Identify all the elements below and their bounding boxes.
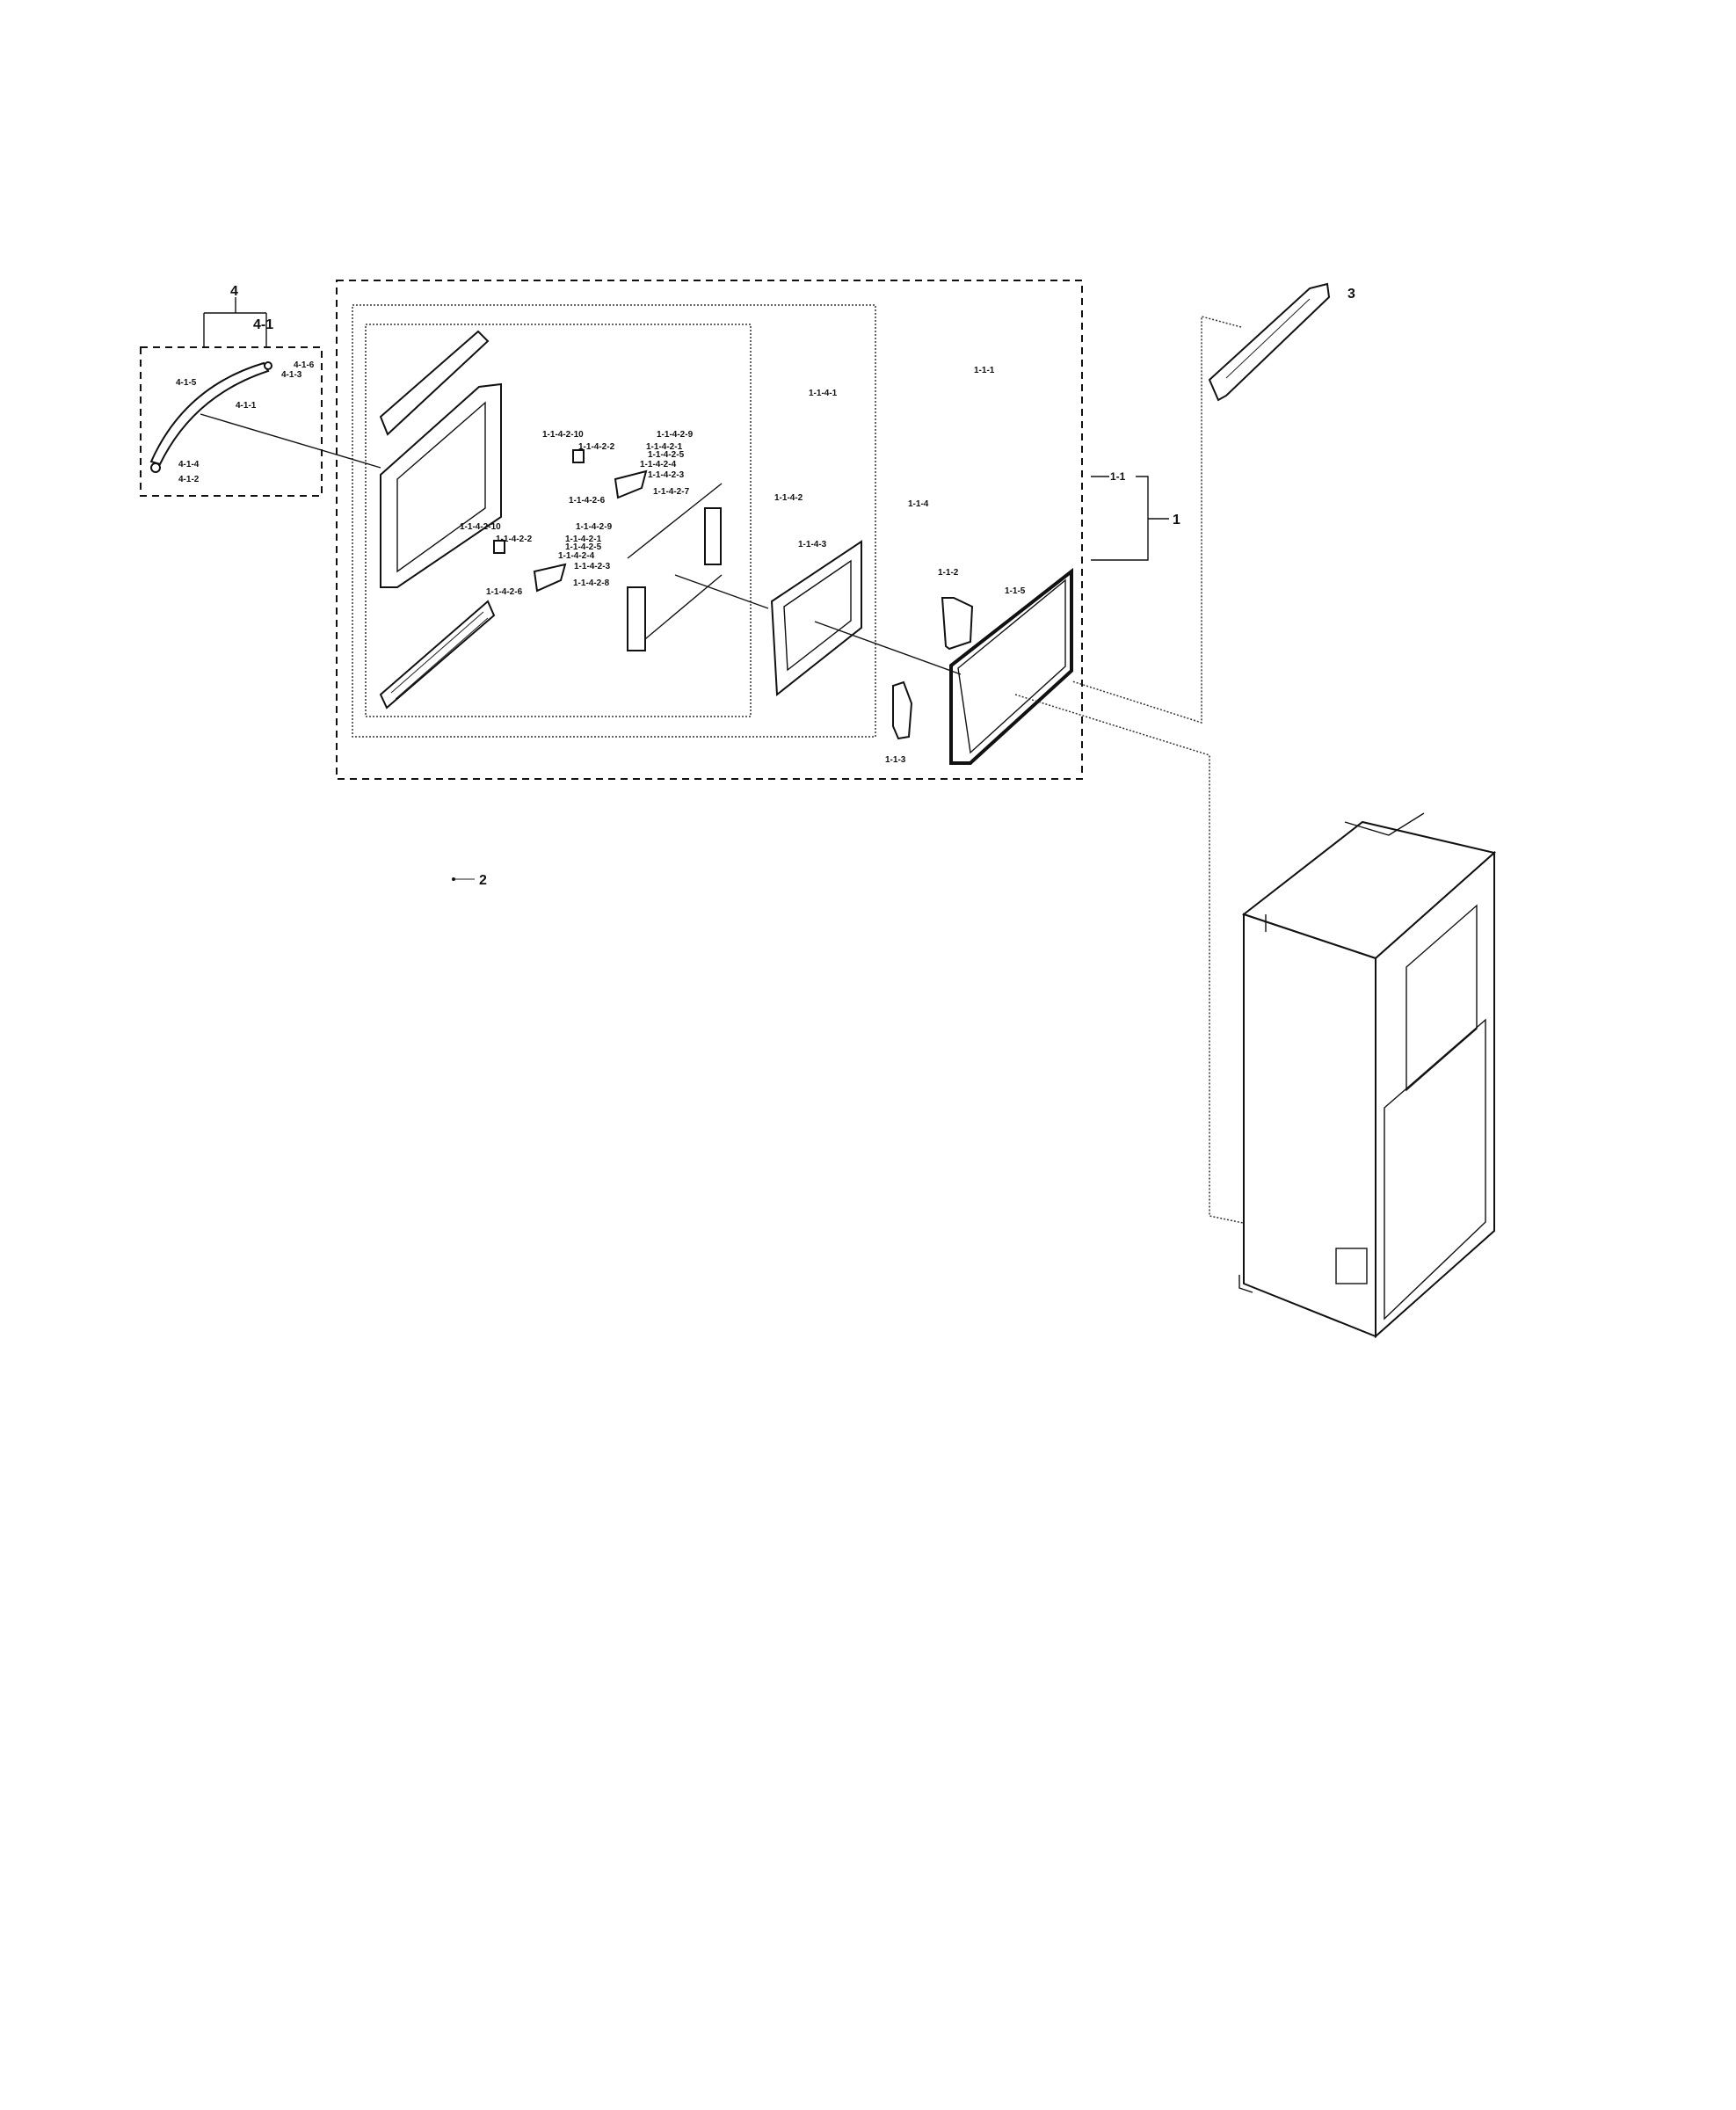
part-4-1-5-handle [149, 361, 270, 466]
leader-line [674, 574, 769, 609]
callout-label: 1 [1173, 513, 1180, 528]
callout-label: 1-1-4-3 [798, 540, 827, 549]
leader-line-gasket [1014, 694, 1244, 1224]
callout-label: 2 [479, 873, 487, 888]
callout-label: 1-1-4-2-10 [542, 430, 584, 440]
part-plate-left [627, 586, 646, 651]
part-door-cap [379, 330, 490, 436]
gasket-inner [957, 578, 1066, 754]
assembly-1-1-4-2-box [365, 324, 752, 717]
callout-label: 1-1-4 [908, 499, 929, 509]
leader-line [200, 413, 381, 469]
callout-label: 1-1-4-2-6 [569, 496, 606, 506]
part-4-1-3 [264, 361, 272, 370]
callout-label: 4 [230, 284, 238, 299]
part-1-1-3-hinge [892, 680, 913, 740]
leader-line [814, 621, 962, 675]
callout-label: 1-1-4-2-9 [657, 430, 694, 440]
part-hinge-lower [493, 540, 505, 554]
callout-label: 1-1-4-2-6 [486, 587, 523, 597]
part-1-1-2-hinge [941, 597, 974, 651]
part-4-1-4 [150, 462, 161, 473]
door-panel-inner [396, 401, 486, 573]
callout-label: 4-1-6 [294, 360, 315, 370]
callout-label: 1-1 [1110, 470, 1126, 483]
leader-line-3 [1071, 316, 1242, 724]
part-3-trim [1208, 282, 1331, 402]
callout-label: 1-1-4-2-3 [648, 470, 685, 480]
callout-label: 1-1-3 [885, 755, 906, 765]
callout-label: 1-1-1 [974, 366, 995, 375]
part-hinge-bracket-lower [533, 563, 567, 593]
callout-label: 1-1-4-2-4 [640, 460, 677, 469]
assembly-1-1-4-box [352, 304, 876, 738]
callout-label: 1-1-4-2-5 [565, 542, 602, 552]
part-1-1-5-gasket [949, 567, 1073, 765]
callout-label: 1-1-4-2-10 [460, 522, 501, 532]
callout-label: 1-1-4-1 [809, 389, 838, 398]
part-door-panel [380, 382, 502, 588]
callout-label: 1-1-4-2-8 [573, 578, 610, 588]
callout-label: 1-1-4-2-4 [558, 551, 595, 561]
callout-label: 1-1-4-2-2 [496, 535, 533, 544]
panel-detail [783, 559, 852, 672]
callout-label: 1-1-4-2-1 [565, 535, 602, 544]
callout-label: 1-1-4-2-9 [576, 522, 613, 532]
assembly-1-1-box [336, 280, 1083, 780]
callout-label: 4-1-2 [178, 475, 200, 484]
callout-label: 1-1-4-2-1 [646, 442, 683, 452]
callout-label: 1-1-5 [1005, 586, 1026, 596]
callout-label: 4-1-3 [281, 370, 302, 380]
callout-label: 4-1-4 [178, 460, 200, 469]
grille-slots [390, 611, 489, 700]
bracket-1 [1091, 476, 1169, 561]
bracket-4 [203, 297, 267, 347]
callout-label: 1-1-4-2-3 [574, 562, 611, 571]
part-rail-lower [634, 574, 723, 649]
part-hinge-upper [572, 449, 585, 463]
part-hinge-bracket-upper [614, 469, 648, 499]
part-plate-right [704, 507, 722, 565]
callout-label: 4-1-1 [236, 401, 257, 411]
refrigerator-cabinet [1238, 812, 1497, 1339]
callout-label: 1-1-4-2-2 [578, 442, 615, 452]
part-1-1-4-3-panel [770, 540, 862, 696]
callout-label: 4-1 [253, 317, 273, 332]
callout-label: 3 [1347, 287, 1355, 302]
callout-label: 1-1-4-2-5 [648, 450, 685, 460]
part-2-screw [452, 877, 455, 881]
assembly-4-1-box [140, 346, 323, 497]
callout-label: 1-1-4-2-7 [653, 487, 690, 497]
part-rail-upper [627, 483, 723, 559]
trim-detail [1225, 298, 1311, 379]
callout-label: 4-1-5 [176, 378, 197, 388]
callout-label: 1-1-4-2 [774, 493, 803, 503]
callout-label: 1-1-2 [938, 568, 959, 578]
